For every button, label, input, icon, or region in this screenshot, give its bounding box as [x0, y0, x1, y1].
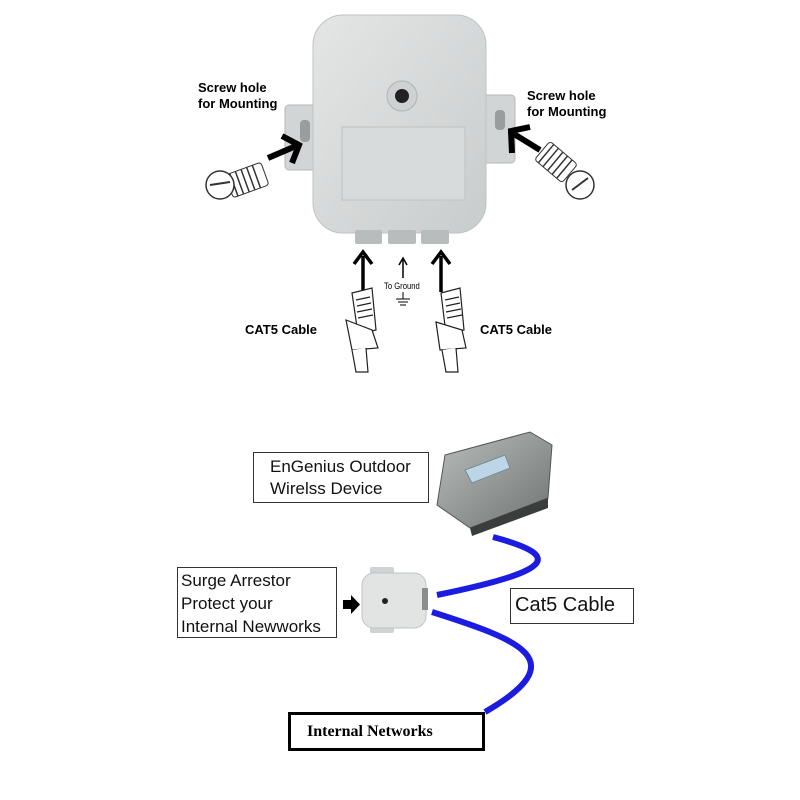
label-line: Wirelss Device: [270, 479, 383, 498]
ground-icon: [396, 292, 410, 306]
screw-hole-label-left: Screw hole for Mounting: [198, 80, 277, 112]
screw-hole-label-right: Screw hole for Mounting: [527, 88, 606, 120]
label-line: Protect your: [181, 594, 273, 613]
cable-to-outdoor-device: [436, 534, 541, 598]
label-line: Internal Networks: [307, 723, 433, 740]
right-screw-arrow: [512, 131, 542, 153]
outdoor-device-label-box: EnGenius Outdoor Wirelss Device: [253, 452, 429, 503]
to-ground-label: To Ground: [384, 281, 420, 291]
port-left: [355, 230, 382, 244]
label-panel: [341, 126, 466, 201]
right-screw-hole: [495, 110, 505, 130]
rj45-connector-right-icon: [435, 287, 467, 373]
center-hole: [395, 89, 409, 103]
label-line: EnGenius Outdoor: [270, 457, 411, 476]
cat5-label-left: CAT5 Cable: [245, 322, 317, 337]
label-line: Internal Newworks: [181, 617, 321, 636]
left-screw-hole: [300, 120, 310, 142]
port-right: [421, 230, 449, 244]
left-screw-icon: [205, 162, 269, 200]
cable-to-internal-network: [431, 609, 534, 715]
port-ground: [388, 230, 416, 244]
label-line: Screw hole: [527, 88, 596, 103]
right-screw-icon: [535, 141, 595, 200]
surge-arrestor-device: [284, 14, 516, 244]
label-line: Surge Arrestor: [181, 571, 291, 590]
rj45-connector-left-icon: [345, 287, 379, 373]
cat5-cable-label-box: Cat5 Cable: [510, 588, 634, 624]
surge-pointer-arrow: [343, 595, 360, 614]
cat5-label-right: CAT5 Cable: [480, 322, 552, 337]
small-surge-arrestor: [361, 567, 428, 633]
internal-networks-box: Internal Networks: [288, 712, 485, 751]
label-line: Screw hole: [198, 80, 267, 95]
surge-arrestor-label-box: Surge Arrestor Protect your Internal New…: [177, 567, 337, 638]
label-line: for Mounting: [527, 104, 607, 119]
outdoor-wireless-device: [436, 431, 553, 536]
cable-arrows: [352, 249, 452, 292]
label-line: for Mounting: [198, 96, 278, 111]
label-line: Cat5 Cable: [515, 594, 616, 616]
left-screw-arrow: [266, 143, 298, 161]
